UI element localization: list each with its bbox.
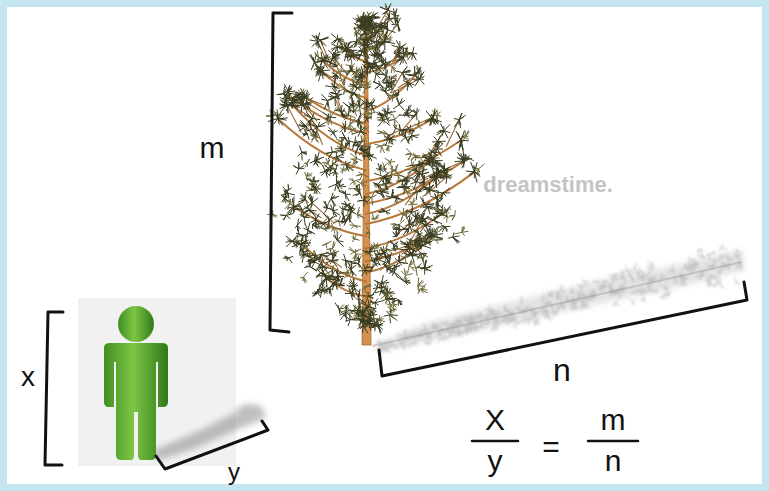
- trunk-shadow: [372, 262, 742, 346]
- pine-tree: [266, 3, 485, 345]
- height-label: m: [200, 133, 225, 163]
- illustration-part: [45, 13, 747, 469]
- illustration-part: [118, 306, 154, 342]
- tree-foliage: [266, 12, 485, 332]
- height-bracket: [45, 312, 63, 465]
- shadow-bracket: [156, 421, 268, 469]
- equation-term: n: [605, 446, 622, 476]
- fraction-bar: [588, 440, 638, 443]
- equation-term: y: [488, 446, 503, 476]
- illustration-part: [104, 343, 168, 460]
- equation-term: X: [485, 405, 505, 435]
- illustration-part: [236, 404, 264, 420]
- person-icon: [104, 306, 168, 460]
- shadow-label: n: [553, 354, 571, 386]
- person-panel: [78, 298, 236, 466]
- equation-term: m: [601, 405, 626, 435]
- height-label: x: [21, 363, 35, 391]
- fraction-bar: [472, 440, 518, 443]
- height-bracket: [270, 13, 292, 332]
- watermark: dreamstime.: [483, 174, 613, 196]
- shadow-label: y: [228, 460, 240, 484]
- equation-sign: =: [542, 432, 560, 462]
- tree-shadow: [372, 244, 744, 354]
- tree-foliage: [268, 3, 480, 334]
